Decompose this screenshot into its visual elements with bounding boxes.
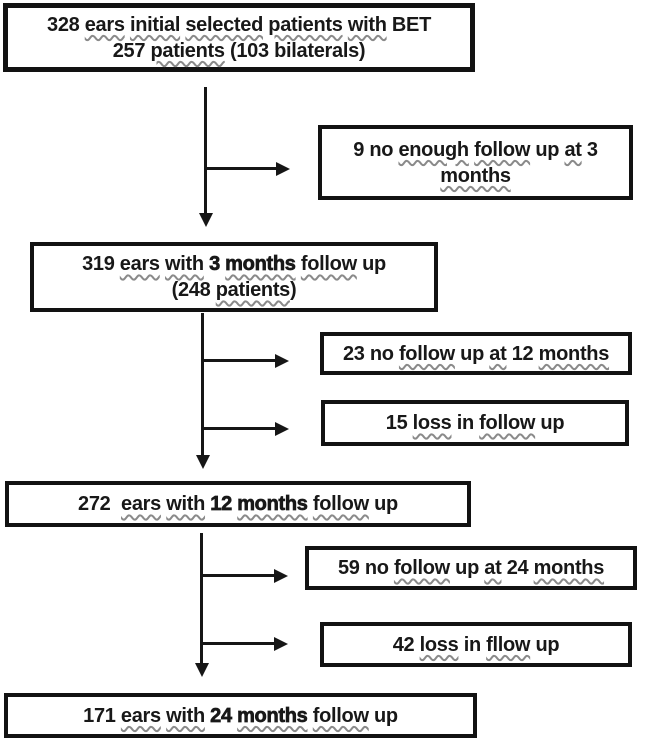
text-segment: follow xyxy=(474,138,531,161)
text-line: months xyxy=(440,163,511,189)
text-segment: in xyxy=(458,633,487,656)
text-segment: months xyxy=(440,164,511,187)
text-segment: follow xyxy=(398,342,455,365)
flow-box-followup-12-months: 272 ears with 12 months follow up xyxy=(5,481,471,527)
text-segment: at xyxy=(489,342,507,365)
text-segment: 272 xyxy=(78,493,122,515)
text-segment: follow xyxy=(312,704,369,727)
text-segment: months xyxy=(237,704,308,727)
text-segment: with xyxy=(347,13,387,36)
text-segment: ears xyxy=(84,13,125,36)
text-segment: follow xyxy=(479,412,536,434)
arrow-right-to-excluded-12-months-icon xyxy=(203,359,275,362)
text-segment: months xyxy=(533,557,605,579)
text-segment: 59 no xyxy=(337,557,394,579)
text-line: 23 no follow up at 12 months xyxy=(343,341,609,367)
text-segment: selected xyxy=(185,13,264,36)
text-segment: enough xyxy=(398,138,469,161)
text-segment: fllow xyxy=(486,633,531,656)
text-segment: follow xyxy=(312,493,369,515)
text-line: 328 ears initial selected patients with … xyxy=(47,12,431,38)
text-segment: at xyxy=(484,557,502,579)
text-segment: 23 no xyxy=(342,342,399,365)
text-segment: at xyxy=(564,138,582,161)
text-segment: in xyxy=(451,412,480,434)
text-segment: 3 xyxy=(209,253,226,276)
text-segment: ) xyxy=(290,279,297,301)
text-line: 272 ears with 12 months follow up xyxy=(78,491,398,517)
text-line: 9 no enough follow up at 3 xyxy=(353,137,598,163)
text-segment: loss xyxy=(412,412,452,434)
text-line: 59 no follow up at 24 months xyxy=(338,555,604,581)
text-segment: up xyxy=(449,557,485,579)
text-line: 257 patients (103 bilaterals) xyxy=(113,38,366,64)
text-line: 171 ears with 24 months follow up xyxy=(83,703,398,729)
text-segment: initial xyxy=(129,13,181,36)
arrow-down-12-months-to-24-months-icon xyxy=(200,533,203,663)
text-segment: 24 xyxy=(210,704,238,727)
arrow-right-to-excluded-24-months-icon xyxy=(202,574,274,577)
text-segment: (103 bilaterals) xyxy=(224,39,366,62)
text-line: (248 patients) xyxy=(172,277,297,303)
text-segment: 24 xyxy=(501,557,534,579)
flow-box-followup-3-months: 319 ears with 3 months follow up(248 pat… xyxy=(30,242,438,312)
text-segment: 319 xyxy=(82,253,120,275)
arrow-right-to-loss-24-months-icon xyxy=(202,642,274,645)
arrow-down-3-months-to-12-months-icon xyxy=(201,313,204,455)
text-segment: with xyxy=(166,493,206,515)
text-segment: up xyxy=(530,138,565,161)
text-segment: up xyxy=(356,253,386,275)
text-segment: BET xyxy=(386,13,431,36)
text-segment: 328 xyxy=(47,13,85,36)
text-segment: patients xyxy=(215,279,291,301)
flow-box-initial: 328 ears initial selected patients with … xyxy=(3,3,475,72)
text-segment: months xyxy=(225,253,296,276)
text-segment: ears xyxy=(121,493,161,515)
flow-box-followup-24-months: 171 ears with 24 months follow up xyxy=(4,693,477,738)
text-segment: 42 xyxy=(392,633,420,656)
text-segment: up xyxy=(368,493,398,515)
text-segment: ears xyxy=(119,253,160,275)
text-segment: 15 xyxy=(385,412,413,434)
text-segment: follow xyxy=(300,253,357,275)
text-segment: months xyxy=(237,493,308,516)
text-segment: with xyxy=(166,704,205,727)
text-segment: up xyxy=(535,412,565,434)
text-segment: 12 xyxy=(210,493,238,516)
text-segment: ears xyxy=(120,704,161,727)
flow-box-loss-24-months: 42 loss in fllow up xyxy=(320,622,632,667)
text-segment: 3 xyxy=(581,138,598,161)
text-segment: 9 no xyxy=(353,138,399,161)
text-segment: (248 xyxy=(171,279,216,301)
arrow-right-to-excluded-3-months-icon xyxy=(206,167,276,170)
text-line: 42 loss in fllow up xyxy=(393,632,560,658)
text-segment: with xyxy=(165,253,204,275)
text-segment: 257 xyxy=(112,39,151,62)
flow-box-excluded-24-months: 59 no follow up at 24 months xyxy=(305,546,637,590)
text-segment: patients xyxy=(268,13,343,36)
text-line: 15 loss in follow up xyxy=(385,410,565,436)
arrow-down-initial-to-3-months-icon xyxy=(204,87,207,213)
text-segment: up xyxy=(454,342,490,365)
text-segment: loss xyxy=(419,633,459,656)
text-segment: follow xyxy=(393,557,450,579)
text-segment: 171 xyxy=(83,704,121,727)
flow-box-excluded-12-months: 23 no follow up at 12 months xyxy=(320,332,632,375)
text-segment: patients xyxy=(150,39,225,62)
text-segment: up xyxy=(530,633,560,656)
text-line: 319 ears with 3 months follow up xyxy=(82,251,386,277)
flow-box-loss-12-months: 15 loss in follow up xyxy=(321,400,629,446)
arrow-right-to-loss-12-months-icon xyxy=(203,427,275,430)
text-segment: up xyxy=(368,704,398,727)
text-segment: 12 xyxy=(506,342,539,365)
text-segment: months xyxy=(538,342,610,365)
